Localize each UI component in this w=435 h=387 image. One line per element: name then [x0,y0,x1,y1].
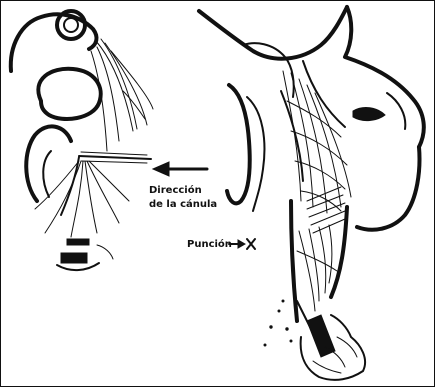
right-neck-right-edge [331,207,347,297]
right-ear-flap [227,85,250,203]
puncture-annotation: Punción [187,238,255,250]
right-jaw-outline [357,147,419,230]
right-eye-feature [353,108,385,121]
right-neck-left-edge [291,201,297,321]
direction-arrow [153,162,207,176]
left-bottom-curve [57,263,99,270]
direction-label-line2: de la cánula [149,198,217,210]
left-anatomy-figure [11,11,153,270]
left-cannula-line [79,156,151,159]
right-head-outline-top [199,7,347,59]
left-bottom-block-1 [67,239,89,245]
direction-label-line1: Dirección [149,184,202,196]
right-anatomy-figure [199,7,424,380]
left-lower-curve [26,126,71,201]
left-small-round-inner [64,18,78,32]
left-oval-cavity [38,69,100,119]
syringe-needle [297,301,335,357]
puncture-x-mark [247,239,255,249]
puncture-label: Punción [187,238,232,250]
left-lower-inner-curve [43,151,51,197]
left-bottom-block-2 [61,253,87,263]
right-head-outline-side [345,7,424,147]
stipple-dots [264,300,292,346]
